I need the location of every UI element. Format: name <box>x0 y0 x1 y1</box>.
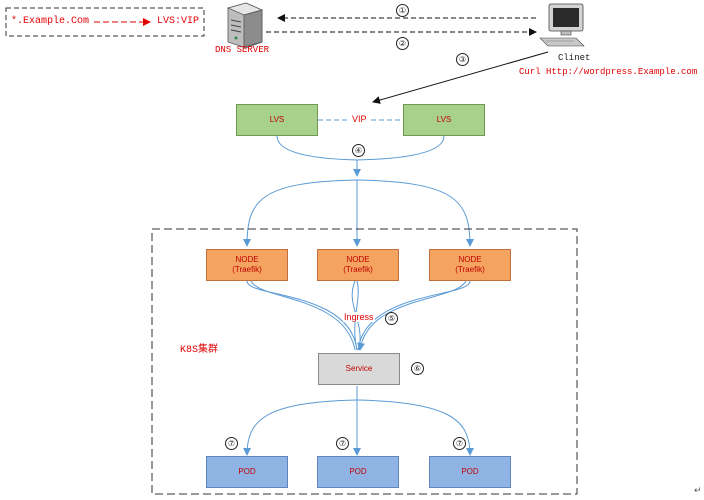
to-node-right <box>356 179 474 247</box>
node-right-name: NODE <box>458 255 482 264</box>
legend-domain-label: *.Example.Com <box>11 16 90 27</box>
step-3-marker: ③ <box>456 53 469 66</box>
node-left-to-service-2 <box>250 280 356 351</box>
k8s-cluster-label: K8S集群 <box>180 345 219 356</box>
to-node-left <box>243 179 358 247</box>
service-box: Service <box>318 353 400 385</box>
client-label: Clinet <box>558 53 591 63</box>
service-label: Service <box>345 364 373 373</box>
step-7-marker-right: ⑦ <box>453 437 466 450</box>
paragraph-mark: ↵ <box>694 485 702 495</box>
step3-arrow <box>372 51 549 104</box>
lvs-right-merge <box>356 135 445 161</box>
node-center-sub: (Traefik) <box>343 265 373 274</box>
node-left-name: NODE <box>235 255 259 264</box>
legend-target-label: LVS:VIP <box>157 16 200 27</box>
lvs-left-label: LVS <box>269 115 285 124</box>
server-icon <box>226 2 264 49</box>
step-4-marker: ④ <box>352 144 365 157</box>
pod-center-label: POD <box>349 467 367 476</box>
computer-icon <box>539 3 585 47</box>
pod-right-label: POD <box>461 467 479 476</box>
legend-box <box>5 7 205 37</box>
step-2-marker: ② <box>396 37 409 50</box>
to-pod-left <box>243 399 358 456</box>
k8s-cluster-boundary <box>151 228 578 495</box>
node-box-left: NODE (Traefik) <box>206 249 288 281</box>
node-center-to-service <box>354 280 359 351</box>
pod-box-center: POD <box>317 456 399 488</box>
step-1-marker: ① <box>396 4 409 17</box>
node-box-center: NODE (Traefik) <box>317 249 399 281</box>
step-6-marker: ⑥ <box>411 362 424 375</box>
step-5-marker: ⑤ <box>385 312 398 325</box>
node-right-to-service <box>357 280 471 351</box>
node-center-name: NODE <box>346 255 370 264</box>
node-left-to-service <box>246 280 358 351</box>
node-right-to-service-2 <box>357 280 467 351</box>
node-left-sub: (Traefik) <box>232 265 262 274</box>
pod-box-right: POD <box>429 456 511 488</box>
vip-label: VIP <box>352 114 367 124</box>
pod-box-left: POD <box>206 456 288 488</box>
lvs-box-right: LVS <box>403 104 485 136</box>
lvs-left-merge <box>276 135 358 161</box>
ingress-label: Ingress <box>343 312 375 322</box>
dns-server-label: DNS SERVER <box>215 45 270 55</box>
to-pod-right <box>356 399 474 456</box>
pod-left-label: POD <box>238 467 256 476</box>
lvs-right-label: LVS <box>436 115 452 124</box>
client-command: Curl Http://wordpress.Example.com <box>519 67 698 77</box>
node-box-right: NODE (Traefik) <box>429 249 511 281</box>
node-right-sub: (Traefik) <box>455 265 485 274</box>
step-7-marker-left: ⑦ <box>225 437 238 450</box>
step-7-marker-center: ⑦ <box>336 437 349 450</box>
lvs-box-left: LVS <box>236 104 318 136</box>
